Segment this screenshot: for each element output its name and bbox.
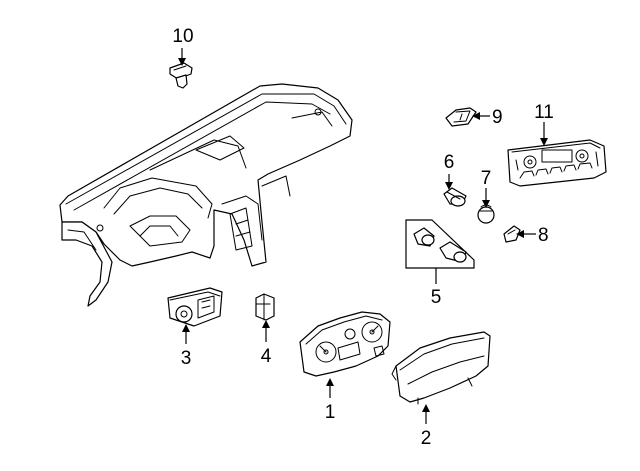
part-1-instrument-cluster — [299, 311, 391, 377]
part-10-clip — [169, 62, 193, 89]
callout-labels: 10 9 11 6 7 8 5 3 4 1 2 — [172, 26, 553, 449]
callout-5: 5 — [431, 287, 442, 308]
callout-2: 2 — [421, 428, 432, 449]
callout-7: 7 — [481, 168, 492, 189]
callout-10: 10 — [172, 26, 193, 47]
part-3-headlamp-switch — [167, 287, 223, 327]
callout-9: 9 — [492, 107, 503, 128]
callout-11: 11 — [534, 102, 554, 123]
part-2-cluster-housing — [391, 331, 491, 405]
callout-8: 8 — [538, 225, 549, 246]
part-5-knob-set — [405, 219, 475, 269]
callout-6: 6 — [444, 152, 455, 173]
callout-4: 4 — [261, 346, 272, 367]
part-6-knob — [443, 187, 467, 207]
instrument-panel — [59, 83, 353, 307]
leader-lines — [178, 48, 548, 424]
callout-1: 1 — [325, 402, 336, 423]
part-11-control-unit — [507, 139, 607, 187]
part-9-switch — [445, 107, 477, 127]
callout-3: 3 — [181, 348, 192, 369]
part-4-switch — [255, 293, 275, 321]
